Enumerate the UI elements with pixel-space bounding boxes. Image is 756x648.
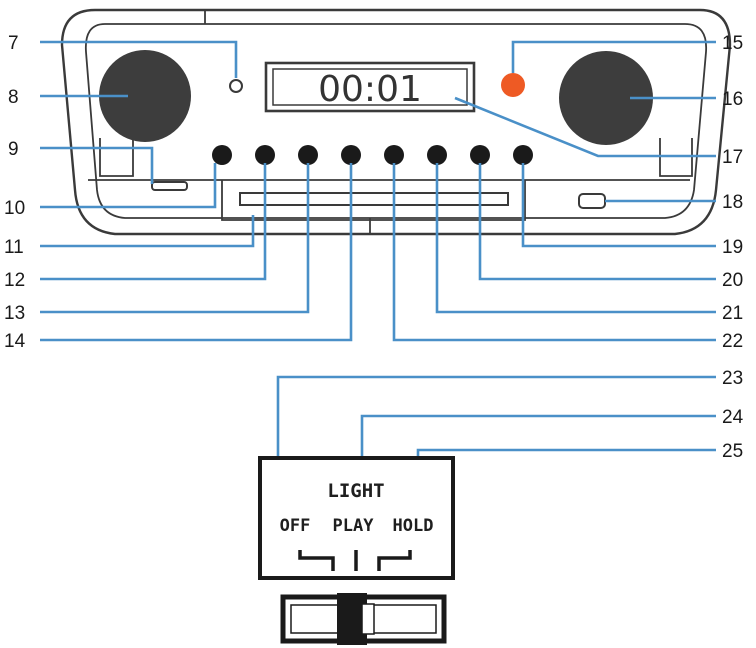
light-switch-panel: LIGHT OFF PLAY HOLD [258,456,455,580]
callout-24: 24 [722,407,744,428]
left-slot [151,181,188,191]
callout-21: 21 [722,303,743,324]
function-buttons [212,145,533,165]
function-button-7[interactable] [470,145,490,165]
callout-18: 18 [722,192,743,213]
function-button-2[interactable] [255,145,275,165]
function-button-8[interactable] [513,145,533,165]
callout-20: 20 [722,270,743,291]
display-time: 00:01 [318,69,422,110]
callout-11: 11 [4,237,24,258]
callout-15: 15 [722,33,743,54]
switch-label-hold: HOLD [393,516,434,536]
callout-9: 9 [8,139,19,160]
callout-23: 23 [722,368,743,389]
switch-mark-off [298,550,335,571]
lcd-display: 00:01 [264,61,476,113]
slide-switch[interactable] [280,593,447,645]
switch-mark-hold [377,550,412,571]
callout-13: 13 [4,303,25,324]
microphone-hole [229,79,243,93]
function-button-3[interactable] [298,145,318,165]
function-button-5[interactable] [384,145,404,165]
callout-numbers: 7 8 9 10 11 12 13 14 15 16 17 18 19 20 2… [4,33,744,462]
callout-16: 16 [722,89,743,110]
callout-19: 19 [722,237,743,258]
device-body [60,8,732,236]
switch-label-play: PLAY [333,516,375,536]
function-button-4[interactable] [341,145,361,165]
function-button-1[interactable] [212,145,232,165]
callout-14: 14 [4,331,26,352]
callout-10: 10 [4,198,25,219]
function-button-6[interactable] [427,145,447,165]
callout-7: 7 [8,33,19,54]
callout-22: 22 [722,331,743,352]
left-speaker [99,50,191,142]
callout-25: 25 [722,441,743,462]
switch-title: LIGHT [327,480,384,502]
right-button[interactable] [578,193,606,209]
switch-label-off: OFF [280,516,311,536]
right-speaker [559,51,653,145]
callout-8: 8 [8,87,19,108]
callout-17: 17 [722,147,743,168]
indicator-led [501,73,525,97]
callout-12: 12 [4,270,25,291]
